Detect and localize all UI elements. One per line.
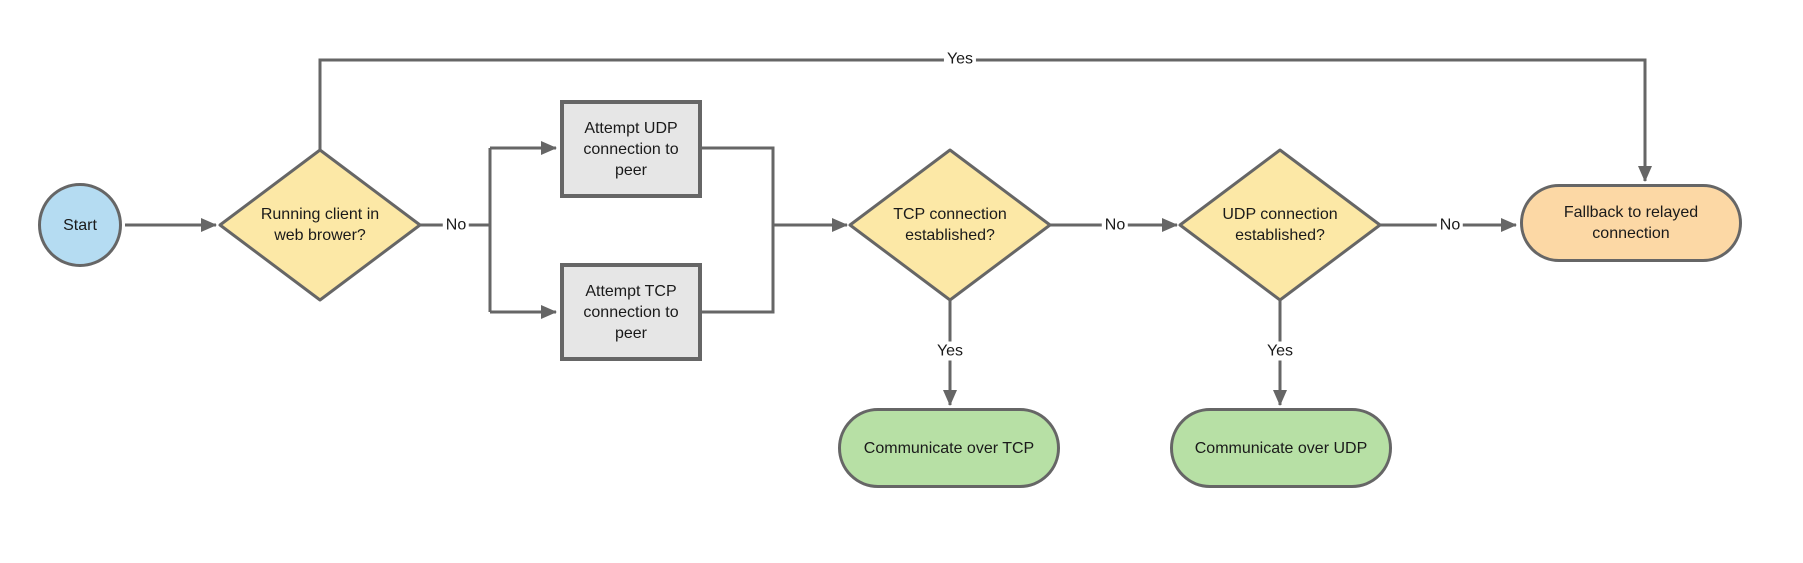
terminal-fallback-line1: Fallback to relayed — [1563, 204, 1699, 221]
terminal-communicate-udp: Communicate over UDP — [1170, 408, 1392, 488]
process-tcp-line3: peer — [614, 324, 648, 342]
decision-tcp-line1: TCP connection — [893, 206, 1007, 223]
edge-label-no-udp: No — [1436, 215, 1464, 235]
edge-label-no-browser: No — [442, 215, 470, 235]
edge-label-no-tcp: No — [1101, 215, 1129, 235]
decision-udp-shape — [1178, 148, 1382, 302]
process-udp-line3: peer — [614, 161, 648, 179]
start-label: Start — [63, 216, 97, 234]
terminal-fallback-line2: connection — [1592, 225, 1670, 242]
terminal-communicate-tcp: Communicate over TCP — [838, 408, 1060, 488]
edge-label-yes-udp: Yes — [1263, 341, 1297, 361]
edge-yes-to-fallback — [318, 58, 1652, 182]
process-attempt-tcp: Attempt TCP connection to peer — [560, 263, 702, 361]
decision-tcp-shape — [848, 148, 1052, 302]
decision-tcp-line2: established? — [905, 227, 995, 244]
decision-udp-line2: established? — [1235, 227, 1325, 244]
decision-tcp-label: TCP connection established? — [870, 190, 1030, 260]
edge-udp-box-merge — [702, 146, 775, 225]
start-node: Start — [38, 183, 122, 267]
process-tcp-line2: connection to — [583, 303, 679, 321]
decision-browser-label: Running client in web brower? — [240, 190, 400, 260]
decision-browser-line1: Running client in — [260, 206, 380, 223]
decision-browser-shape — [218, 148, 422, 302]
process-udp-line1: Attempt UDP — [584, 119, 678, 137]
edge-tcp-box-merge — [702, 225, 775, 314]
decision-udp-label: UDP connection established? — [1200, 190, 1360, 260]
terminal-udp-label: Communicate over UDP — [1194, 439, 1368, 457]
edge-label-yes-browser: Yes — [943, 49, 977, 69]
process-tcp-line1: Attempt TCP — [585, 282, 677, 300]
process-udp-line2: connection to — [583, 140, 679, 158]
process-attempt-udp: Attempt UDP connection to peer — [560, 100, 702, 198]
terminal-fallback-relayed: Fallback to relayed connection — [1520, 184, 1742, 262]
edge-label-yes-tcp: Yes — [933, 341, 967, 361]
decision-browser-line2: web brower? — [274, 227, 366, 244]
decision-udp-line1: UDP connection — [1222, 206, 1338, 223]
terminal-tcp-label: Communicate over TCP — [863, 439, 1035, 457]
